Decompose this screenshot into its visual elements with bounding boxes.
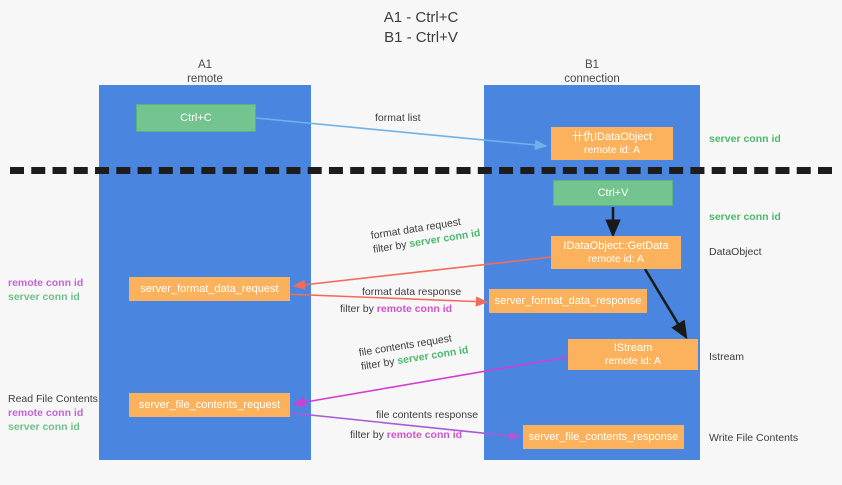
filter-prefix: filter by: [340, 303, 377, 315]
lane-a1-role: remote: [187, 73, 223, 85]
node-istream-line2: remote id: A: [604, 354, 662, 367]
side-note-read-remote-conn-id: remote conn id: [8, 407, 84, 419]
edge-label-format-list: format list: [375, 111, 421, 125]
title-line-2: B1 - Ctrl+V: [384, 29, 458, 46]
node-istream[interactable]: IStream remote id: A: [568, 339, 698, 370]
edge-format-data-response-filter: filter by remote conn id: [340, 302, 461, 316]
edge-file-contents-response-filter: filter by remote conn id: [350, 428, 478, 442]
node-istream-line1: IStream: [613, 341, 653, 354]
node-format-data-request-label: server_format_data_request: [140, 282, 279, 295]
title-line-1: A1 - Ctrl+C: [383, 9, 459, 26]
right-note-server-conn-id-mid: server conn id: [709, 211, 781, 223]
filter-prefix: filter by: [350, 429, 387, 441]
lane-header-a1: A1 remote: [109, 58, 301, 86]
node-format-data-response-label: server_format_data_response: [494, 294, 642, 307]
edge-format-data-response-line1: format data response: [362, 286, 462, 298]
node-server-format-data-response[interactable]: server_format_data_response: [489, 289, 647, 313]
node-ctrl-v[interactable]: Ctrl+V: [553, 180, 673, 206]
node-idataobject-getdata[interactable]: IDataObject::GetData remote id: A: [551, 236, 681, 269]
side-note-read-server-conn-id: server conn id: [8, 421, 80, 433]
page-title: A1 - Ctrl+C B1 - Ctrl+V: [0, 8, 842, 48]
edge-label-format-data-request: format data request filter by server con…: [370, 212, 482, 257]
filter-value-remote-conn-id: remote conn id: [386, 429, 463, 441]
side-note-server-conn-id: server conn id: [8, 291, 80, 303]
node-ctrl-c-label: Ctrl+C: [180, 111, 212, 124]
lane-header-b1: B1 connection: [494, 58, 690, 86]
node-server-file-contents-response[interactable]: server_file_contents_response: [523, 425, 684, 449]
node-ctrl-c[interactable]: Ctrl+C: [136, 104, 256, 132]
edge-label-file-contents-request: file contents request filter by server c…: [358, 329, 470, 374]
right-note-dataobject: DataObject: [709, 246, 762, 258]
node-file-contents-response-label: server_file_contents_response: [528, 430, 679, 443]
lane-b1-role: connection: [564, 73, 620, 85]
edge-label-file-contents-response: file contents response filter by remote …: [350, 408, 479, 442]
node-getdata-line1: IDataObject::GetData: [563, 239, 669, 252]
edge-file-contents-response-line1: file contents response: [376, 409, 479, 421]
side-note-format-conn-ids: remote conn id server conn id: [8, 276, 83, 304]
node-ctrl-v-label: Ctrl+V: [597, 186, 629, 199]
side-note-remote-conn-id: remote conn id: [8, 277, 84, 289]
lane-a1-name: A1: [197, 59, 213, 71]
lane-b1-name: B1: [584, 59, 600, 71]
edge-label-format-data-response: format data response filter by remote co…: [340, 285, 462, 316]
edge-format-list-text: format list: [375, 112, 421, 124]
node-server-format-data-request[interactable]: server_format_data_request: [129, 277, 290, 301]
side-note-read-file-title: Read File Contents: [8, 393, 98, 405]
phase-divider: [10, 167, 832, 174]
node-idataobject-line1: 卄仇IDataObject: [571, 130, 653, 143]
right-note-server-conn-id-top: server conn id: [709, 133, 781, 145]
right-note-istream: Istream: [709, 351, 745, 363]
node-idataobject-line2: remote id: A: [583, 143, 641, 156]
node-idataobject[interactable]: 卄仇IDataObject remote id: A: [551, 127, 673, 160]
node-server-file-contents-request[interactable]: server_file_contents_request: [129, 393, 290, 417]
node-getdata-line2: remote id: A: [587, 252, 645, 265]
side-note-read-file-contents: Read File Contents remote conn id server…: [8, 392, 98, 434]
filter-value-remote-conn-id: remote conn id: [376, 303, 453, 315]
right-note-write-file-contents: Write File Contents: [709, 432, 799, 444]
node-file-contents-request-label: server_file_contents_request: [138, 398, 281, 411]
